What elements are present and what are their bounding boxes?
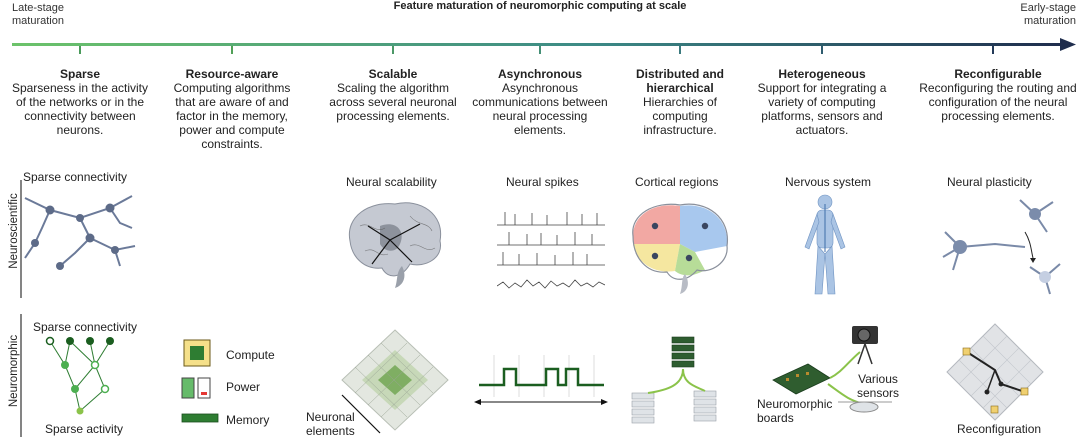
neural-plasticity-illustration (942, 199, 1061, 295)
label-cortical-regions: Cortical regions (635, 175, 719, 189)
feature-distributed: Distributed and hierarchical Hierarchies… (605, 67, 755, 137)
battery-full-icon (181, 377, 195, 399)
feature-name: Asynchronous (497, 67, 582, 81)
neural-spikes-illustration (497, 212, 605, 289)
feature-sparse: Sparse Sparseness in the activity of the… (5, 67, 155, 137)
label-neuronal-elements: Neuronal elements (306, 410, 355, 438)
distributed-stacks-illustration (631, 336, 717, 424)
label-compute: Compute (226, 348, 275, 362)
label-neural-spikes: Neural spikes (506, 175, 579, 189)
label-power: Power (226, 380, 261, 394)
label-sparse-connectivity-neuro: Sparse connectivity (23, 170, 128, 184)
feature-desc: Asynchronous communications between neur… (472, 81, 608, 137)
cortical-regions-illustration (632, 203, 728, 294)
axis-line (12, 43, 1062, 46)
heterogeneous-devices-illustration (772, 326, 892, 413)
nervous-system-illustration (804, 194, 846, 295)
label-various-sensors: Various sensors (857, 372, 900, 400)
feature-desc: Reconfiguring the routing and configurat… (919, 81, 1077, 123)
async-pulse-illustration (474, 355, 608, 405)
feature-desc: Hierarchies of computing infrastructure. (642, 95, 718, 137)
label-nervous-system: Nervous system (785, 175, 872, 189)
resource-icons (181, 339, 219, 423)
feature-desc: Scaling the algorithm across several neu… (329, 81, 457, 123)
feature-desc: Sparseness in the activity of the networ… (11, 81, 149, 137)
feature-name: Sparse (59, 67, 101, 81)
feature-name: Heterogeneous (778, 67, 866, 81)
sparse-neurons-illustration (24, 195, 136, 270)
feature-name: Distributed and hierarchical (635, 67, 724, 95)
axis-arrowhead (1060, 38, 1076, 51)
feature-asynchronous: Asynchronous Asynchronous communications… (465, 67, 615, 137)
feature-scalable: Scalable Scaling the algorithm across se… (318, 67, 468, 123)
neuromorphic-board-icon (772, 363, 831, 395)
label-reconfiguration: Reconfiguration (957, 422, 1042, 436)
early-stage-label: Early-stage maturation (1020, 2, 1076, 27)
feature-resource-aware: Resource-aware Computing algorithms that… (157, 67, 307, 151)
feature-reconfigurable: Reconfigurable Reconfiguring the routing… (918, 67, 1078, 123)
label-sparse-connectivity: Sparse connectivity (33, 320, 138, 334)
figure-title: Feature maturation of neuromorphic compu… (393, 0, 687, 12)
feature-name: Resource-aware (185, 67, 279, 81)
feature-desc: Support for integrating a variety of com… (757, 81, 887, 137)
label-neural-scalability: Neural scalability (346, 175, 437, 189)
label-neural-plasticity: Neural plasticity (947, 175, 1032, 189)
feature-heterogeneous: Heterogeneous Support for integrating a … (747, 67, 897, 137)
feature-name: Scalable (368, 67, 418, 81)
label-neuromorphic-boards: Neuromorphic boards (757, 397, 833, 425)
label-sparse-activity: Sparse activity (45, 422, 124, 436)
feature-desc: Computing algorithms that are aware of a… (173, 81, 291, 151)
axis-ticks (79, 46, 994, 54)
late-stage-label: Late-stage maturation (12, 2, 64, 27)
feature-name: Reconfigurable (954, 67, 1042, 81)
neuronal-grid-illustration (341, 329, 449, 434)
sparse-network-illustration (45, 336, 114, 415)
row-label-neuroscientific: Neuroscientific (8, 193, 20, 269)
brain-scalability-illustration (348, 202, 442, 288)
drone-icon (838, 401, 892, 413)
row-label-neuromorphic: Neuromorphic (8, 334, 20, 408)
row-brackets (20, 180, 22, 437)
label-memory: Memory (226, 413, 270, 427)
reconfiguration-grid-illustration (946, 323, 1044, 421)
memory-stick-icon (181, 413, 219, 423)
